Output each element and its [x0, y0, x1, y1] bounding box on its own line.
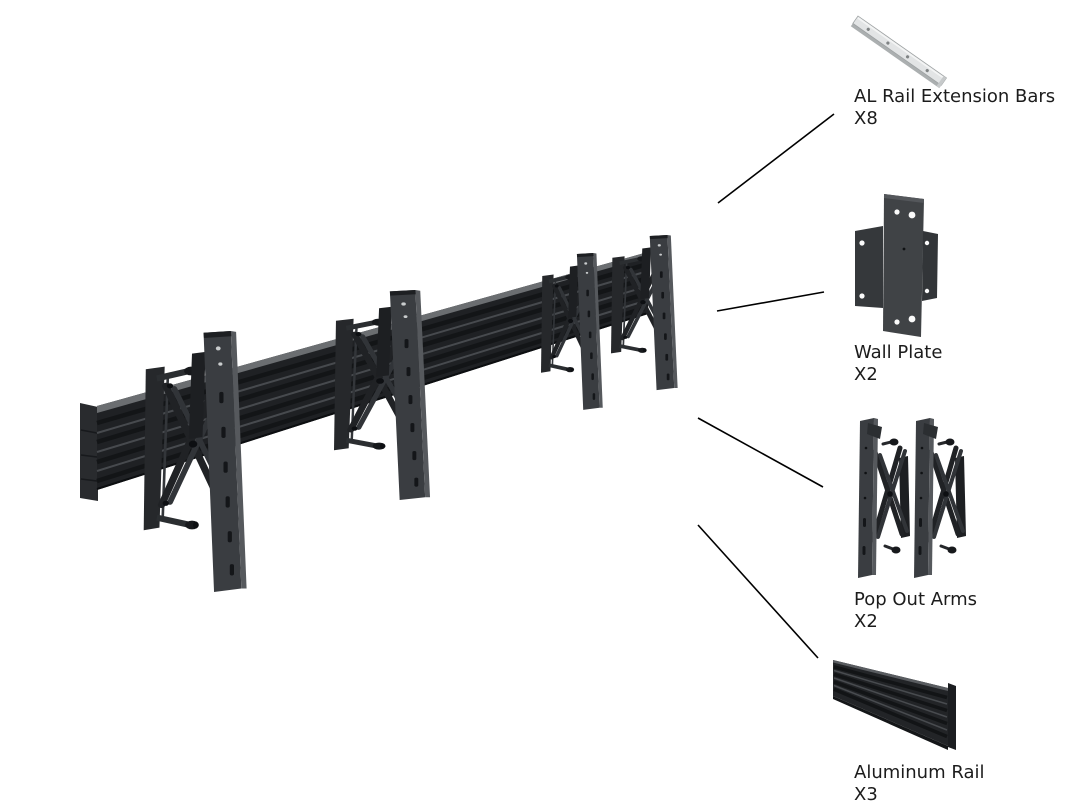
callout-lines	[697, 113, 835, 659]
part-quantity: X2	[854, 364, 878, 385]
wall-plate-icon	[855, 194, 938, 337]
part-quantity: X2	[854, 611, 878, 632]
callout-line-pop-out-arms	[697, 417, 824, 488]
part-quantity: X3	[854, 784, 878, 805]
callout-line-wall-plate	[716, 291, 825, 312]
main-assembly-illustration	[80, 235, 678, 592]
al-rail-extension-bar-icon	[850, 15, 948, 89]
callout-line-aluminum-rail	[697, 524, 819, 659]
part-label-pop-out-arms: Pop Out Arms X2	[854, 589, 977, 633]
part-quantity: X8	[854, 108, 878, 129]
part-label-aluminum-rail: Aluminum Rail X3	[854, 762, 984, 806]
part-name: Wall Plate	[854, 342, 943, 363]
mounted-arm-assembly-1	[144, 331, 247, 592]
callout-line-al-rail-extension-bars	[717, 113, 835, 204]
pop-out-arms-icon	[858, 418, 966, 578]
part-name: AL Rail Extension Bars	[854, 86, 1056, 107]
part-label-al-rail-extension-bars: AL Rail Extension Bars X8	[854, 86, 1055, 130]
aluminum-rail-icon	[833, 660, 956, 750]
part-name: Aluminum Rail	[854, 762, 985, 783]
part-label-wall-plate: Wall Plate X2	[854, 342, 942, 386]
part-name: Pop Out Arms	[854, 589, 978, 610]
